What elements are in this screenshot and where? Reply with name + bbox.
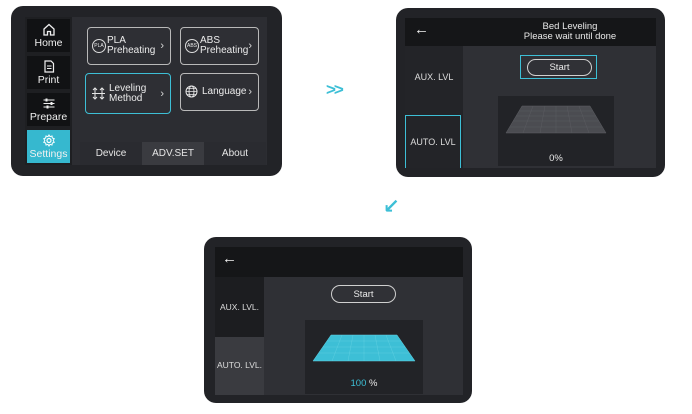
tab-adv-set[interactable]: ADV.SET [142,142,204,165]
top-bar: ← Bed Leveling Please wait until done [405,18,656,46]
aux-lvl-button[interactable]: AUX. LVL. [219,302,260,312]
sidebar: Home Print Prepare Settings [25,17,72,165]
language-tile[interactable]: Language › [180,73,259,111]
flow-arrow-down: ↙ [383,196,400,218]
tab-about[interactable]: About [221,148,249,159]
sidebar-item-print[interactable]: Print [27,56,70,89]
pla-icon: PLA [92,39,106,53]
progress-suffix: % [554,153,563,164]
progress-readout: 0% [498,153,614,164]
bottom-tab-bar: Device ADV.SET About [80,142,266,165]
tile-label: PLA Preheating [107,35,156,56]
home-icon [42,23,55,36]
start-button[interactable]: Start [527,59,592,76]
tile-label: Language [202,86,247,97]
sidebar-item-label: Settings [29,147,68,160]
bed-mesh-panel: 100 % [305,320,423,394]
page-title: Bed Leveling [542,21,598,32]
back-arrow-icon[interactable]: ← [414,21,429,38]
top-bar: ← [215,247,463,277]
leveling-method-tile[interactable]: Leveling Method › [85,73,171,114]
tile-label: Leveling Method [109,83,147,104]
sidebar-item-settings[interactable]: Settings [27,130,70,163]
chevron-right-icon: › [160,40,164,52]
abs-preheating-tile[interactable]: ABS ABS Preheating › [180,27,259,65]
start-highlight [520,55,597,79]
chevron-right-icon: › [248,86,252,98]
level-mode-column [405,46,463,168]
document-icon [43,59,54,73]
bed-leveling-screen: ← Bed Leveling Please wait until done AU… [405,18,656,168]
auto-lvl-button[interactable]: AUTO. LVL [405,115,461,168]
abs-icon: ABS [185,39,199,53]
aux-lvl-button[interactable]: AUX. LVL [414,72,454,82]
leveling-arrows-icon [92,87,105,100]
sidebar-item-prepare[interactable]: Prepare [27,93,70,126]
auto-lvl-button[interactable]: AUTO. LVL. [216,360,263,370]
flow-arrow-right: >> [326,80,344,99]
settings-screen: Home Print Prepare Settings PLA PLA Preh… [25,17,267,165]
chevron-right-icon: › [160,87,164,100]
progress-suffix: % [366,378,378,389]
pla-preheating-tile[interactable]: PLA PLA Preheating › [87,27,171,65]
auto-lvl-panel [215,337,264,395]
bed-mesh-graphic [505,105,607,134]
progress-value: 0 [549,153,555,164]
sidebar-item-home[interactable]: Home [27,19,70,52]
bed-mesh-panel: 0% [498,96,614,166]
globe-icon [185,85,198,98]
settings-device: Home Print Prepare Settings PLA PLA Preh… [11,6,282,176]
tab-device[interactable]: Device [95,148,127,159]
bed-leveling-device: ← Bed Leveling Please wait until done AU… [396,8,665,177]
aux-lvl-panel [215,277,264,337]
progress-value: 100 [350,378,367,389]
sidebar-item-label: Print [37,73,60,86]
tile-label: ABS Preheating [200,35,249,56]
sliders-icon [43,98,54,108]
start-button[interactable]: Start [331,285,396,303]
leveling-complete-device: ← AUX. LVL. AUTO. LVL. Start 100 % [204,237,472,403]
sidebar-item-label: Home [34,36,63,49]
bed-mesh-graphic [312,334,416,362]
progress-readout: 100 % [305,378,423,389]
gear-icon [42,133,55,147]
sidebar-item-label: Prepare [29,110,68,123]
header-title-block: Bed Leveling Please wait until done [495,22,645,42]
chevron-right-icon: › [248,40,252,52]
back-arrow-icon[interactable]: ← [222,250,237,267]
page-subtitle: Please wait until done [523,31,617,42]
leveling-complete-screen: ← AUX. LVL. AUTO. LVL. Start 100 % [215,247,463,395]
